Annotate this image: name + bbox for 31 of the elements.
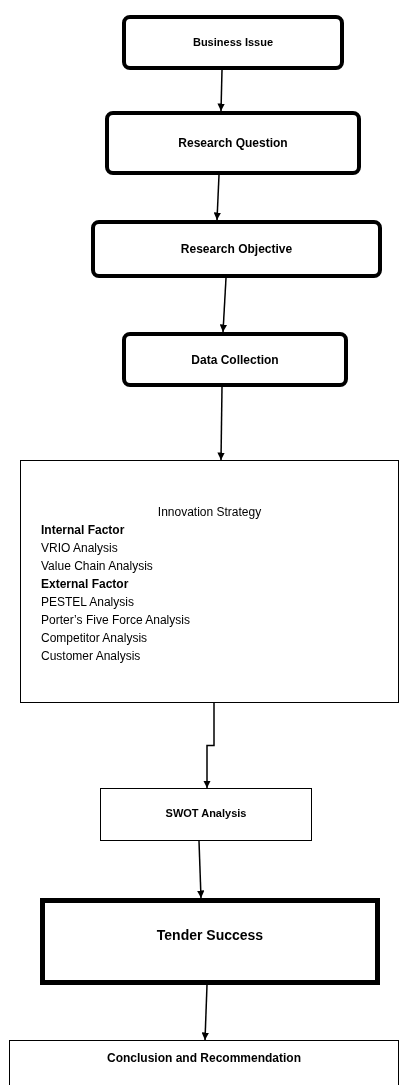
- box-label: Business Issue: [192, 35, 274, 51]
- box-label: Conclusion and Recommendation: [107, 1050, 301, 1067]
- factor-box: [20, 460, 399, 703]
- list-item: Customer Analysis: [41, 648, 142, 665]
- box-label: Data Collection: [191, 351, 279, 369]
- arrow: [203, 702, 215, 789]
- process-box: [91, 220, 382, 278]
- box-title: Innovation Strategy: [157, 504, 262, 521]
- outcome-box: [40, 898, 380, 985]
- arrow: [201, 984, 209, 1041]
- box-label: Research Objective: [180, 241, 293, 258]
- box-label: SWOT Analysis: [165, 806, 247, 821]
- process-box: [122, 332, 348, 387]
- group-heading: Internal Factor: [41, 522, 126, 539]
- list-item: Value Chain Analysis: [41, 558, 154, 575]
- process-box: [105, 111, 361, 175]
- process-box: [122, 15, 344, 70]
- process-box: [100, 788, 312, 841]
- group-heading: External Factor: [41, 576, 130, 593]
- process-box: [9, 1040, 399, 1085]
- list-item: PESTEL Analysis: [41, 594, 135, 611]
- arrow: [217, 386, 225, 461]
- arrow: [219, 277, 228, 333]
- list-item: VRIO Analysis: [41, 540, 119, 557]
- list-item: Competitor Analysis: [41, 630, 149, 647]
- box-label: Tender Success: [156, 926, 264, 945]
- list-item: Porter’s Five Force Analysis: [41, 612, 191, 629]
- box-label: Research Question: [178, 135, 288, 152]
- arrow: [197, 840, 205, 899]
- arrow: [213, 174, 222, 221]
- arrow: [217, 69, 225, 112]
